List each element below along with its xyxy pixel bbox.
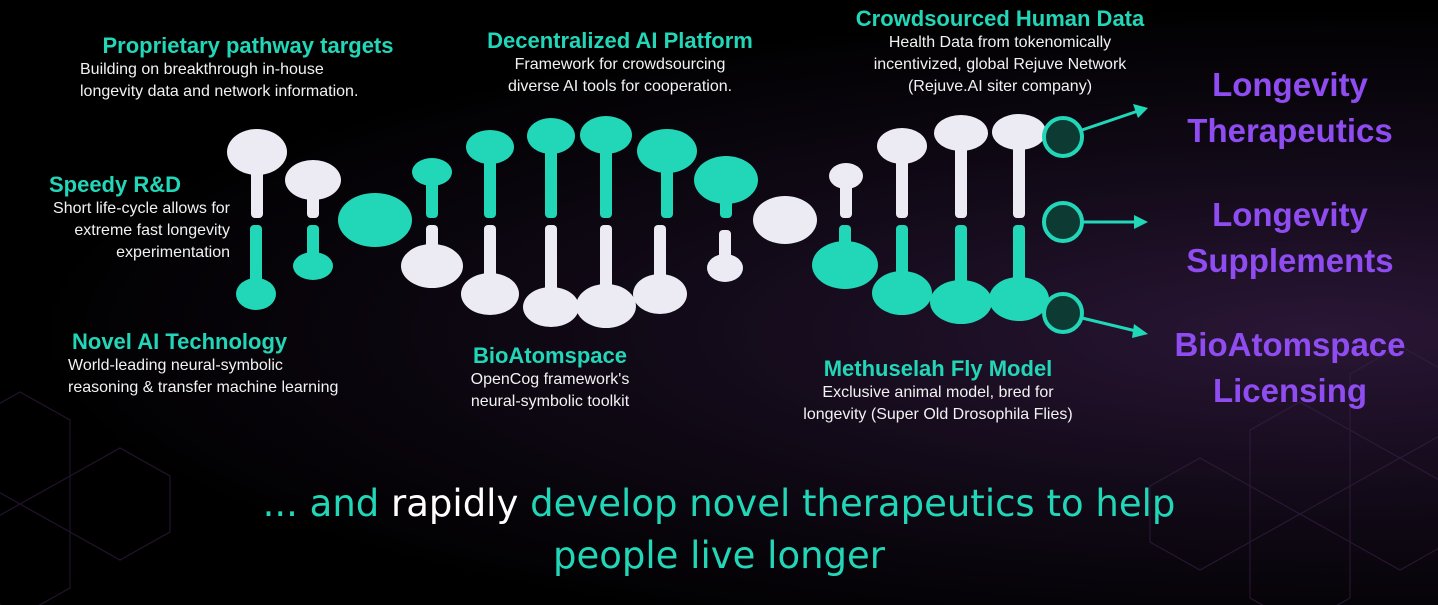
helix-white-beads: [227, 114, 1046, 328]
feature-description-line: Framework for crowdsourcing: [514, 56, 726, 73]
feature-description-line: experimentation: [116, 244, 230, 261]
outcome-line: Longevity: [1212, 66, 1368, 103]
feature-bioatomspace: BioAtomspace OpenCog framework's neural-…: [420, 343, 680, 413]
tagline-text: develop novel therapeutics to help: [518, 482, 1176, 525]
feature-description-line: longevity (Super Old Drosophila Flies): [803, 406, 1073, 423]
feature-description-line: Health Data from tokenomically: [888, 34, 1112, 51]
feature-description-line: diverse AI tools for cooperation.: [507, 78, 733, 95]
feature-description-line: neural-symbolic toolkit: [470, 393, 630, 410]
feature-description-line: incentivized, global Rejuve Network: [873, 56, 1127, 73]
feature-description-line: longevity data and network information.: [80, 83, 359, 100]
tagline-text: ... and: [262, 482, 392, 525]
outcome-line: Therapeutics: [1187, 112, 1393, 149]
feature-decentralized-ai-platform: Decentralized AI Platform Framework for …: [440, 28, 800, 98]
helix-teal-beads: [236, 116, 1049, 324]
outcome-line: Licensing: [1212, 372, 1368, 409]
feature-title: Decentralized AI Platform: [487, 28, 753, 53]
feature-proprietary-pathway-targets: Proprietary pathway targets Building on …: [68, 33, 428, 103]
feature-title: Methuselah Fly Model: [823, 356, 1053, 381]
feature-description-line: OpenCog framework's: [470, 371, 630, 388]
tagline-line-1: ... and rapidly develop novel therapeuti…: [0, 478, 1438, 530]
outcome-line: Supplements: [1186, 242, 1394, 279]
feature-description-line: extreme fast longevity: [74, 222, 230, 239]
feature-title: Crowdsourced Human Data: [855, 6, 1145, 31]
feature-description-line: (Rejuve.AI siter company): [907, 78, 1093, 95]
feature-methuselah-fly-model: Methuselah Fly Model Exclusive animal mo…: [758, 356, 1118, 426]
outcome-longevity-supplements: Longevity Supplements: [1150, 192, 1430, 284]
tagline-line-2: people live longer: [553, 534, 885, 577]
output-connectors: [1042, 104, 1148, 338]
outcome-longevity-therapeutics: Longevity Therapeutics: [1150, 62, 1430, 154]
feature-description-line: Short life-cycle allows for: [53, 200, 230, 217]
feature-description-line: reasoning & transfer machine learning: [68, 379, 339, 396]
tagline: ... and rapidly develop novel therapeuti…: [0, 478, 1438, 582]
feature-speedy-rd: Speedy R&D Short life-cycle allows for e…: [0, 172, 230, 264]
tagline-highlight: rapidly: [391, 482, 519, 525]
feature-title: Novel AI Technology: [72, 329, 288, 354]
outcome-line: Longevity: [1212, 196, 1368, 233]
outcome-bioatomspace-licensing: BioAtomspace Licensing: [1150, 322, 1430, 414]
feature-description-line: Building on breakthrough in-house: [80, 61, 324, 78]
feature-novel-ai-technology: Novel AI Technology World-leading neural…: [60, 329, 420, 399]
feature-title: Proprietary pathway targets: [102, 33, 394, 58]
outcome-line: BioAtomspace: [1174, 326, 1406, 363]
feature-crowdsourced-human-data: Crowdsourced Human Data Health Data from…: [820, 6, 1180, 98]
feature-description-line: World-leading neural-symbolic: [68, 357, 283, 374]
feature-description-line: Exclusive animal model, bred for: [822, 384, 1054, 401]
feature-title: BioAtomspace: [472, 343, 628, 368]
feature-title: Speedy R&D: [48, 172, 182, 197]
